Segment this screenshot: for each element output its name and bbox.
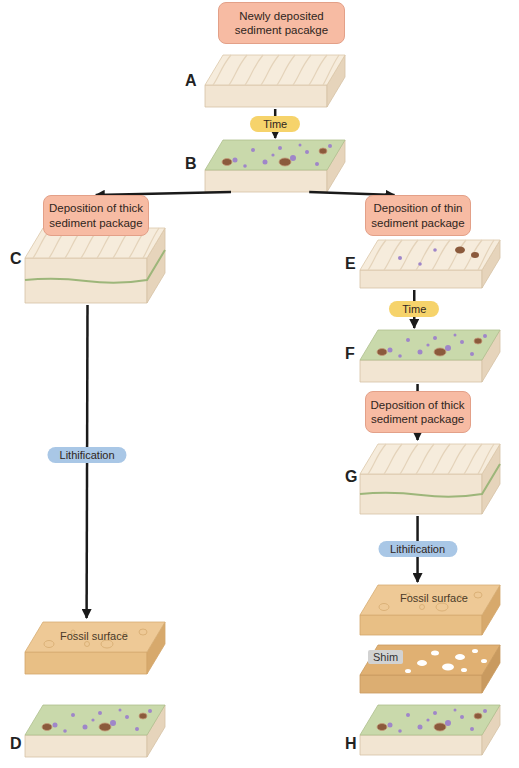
slab-h-lower <box>360 705 500 755</box>
illustration-part <box>471 252 479 258</box>
illustration-part <box>360 444 500 474</box>
slab-b <box>205 140 345 192</box>
illustration-part <box>25 705 165 735</box>
sediment-block: G <box>340 440 505 516</box>
deposition-box: Deposition of thick sediment package <box>365 391 471 433</box>
time-pill: Time <box>389 301 439 317</box>
slab-g <box>360 444 500 514</box>
sediment-block: D Fossil surface <box>5 618 175 760</box>
illustration-part <box>25 622 165 652</box>
lithification-pill: Lithification <box>48 447 127 463</box>
illustration-part <box>418 262 422 266</box>
illustration-part <box>360 270 482 288</box>
illustration-part <box>205 55 345 85</box>
slab-f <box>360 330 500 382</box>
sediment-block: Deposition of thick sediment packageC <box>5 195 170 305</box>
slab-h-shim <box>360 645 500 693</box>
panel-letter: C <box>10 250 22 268</box>
sediment-block: H Fossil surfaceShim <box>340 582 505 760</box>
illustration-part <box>433 248 437 252</box>
step-heading: Newly deposited sediment pacakge <box>218 2 345 44</box>
panel-letter: A <box>185 72 197 90</box>
sediment-block: Newly deposited sediment pacakgeA <box>180 2 350 109</box>
sediment-block: B <box>180 138 350 192</box>
illustration-part <box>360 675 482 693</box>
time-pill: Time <box>250 116 300 132</box>
slab-c <box>25 228 165 303</box>
illustration-part <box>360 330 500 360</box>
slab-h-upper <box>360 585 500 635</box>
illustration-part <box>360 585 500 615</box>
slab-d-lower <box>25 705 165 757</box>
slab-e <box>360 240 500 288</box>
illustration-part <box>360 240 500 270</box>
panel-letter: E <box>345 255 356 273</box>
shim-label: Shim <box>368 650 403 664</box>
panel-letter: H <box>345 735 357 753</box>
illustration-part <box>398 256 402 260</box>
illustration-part <box>205 85 327 107</box>
illustration-part <box>25 652 147 674</box>
slab-a <box>205 55 345 107</box>
sediment-block: F <box>340 328 505 384</box>
surface-label: Fossil surface <box>400 592 468 604</box>
panel-letter: F <box>345 345 355 363</box>
panel-letter: G <box>345 468 357 486</box>
sediment-block: Deposition of thin sediment packageE <box>340 195 505 290</box>
illustration-part <box>455 247 465 254</box>
illustration-part <box>25 735 147 757</box>
panel-letter: D <box>10 735 22 753</box>
illustration-part <box>360 735 482 755</box>
illustration-part <box>360 705 500 735</box>
panel-letter: B <box>185 155 197 173</box>
illustration-part <box>360 645 500 675</box>
illustration-part <box>360 360 482 382</box>
illustration-part <box>205 170 327 192</box>
lithification-pill: Lithification <box>378 541 457 557</box>
step-heading: Deposition of thin sediment package <box>365 195 471 236</box>
illustration-part <box>360 615 482 635</box>
surface-label: Fossil surface <box>60 630 128 642</box>
illustration-part <box>205 140 345 170</box>
slab-d-upper <box>25 622 165 674</box>
step-heading: Deposition of thick sediment package <box>43 195 149 236</box>
